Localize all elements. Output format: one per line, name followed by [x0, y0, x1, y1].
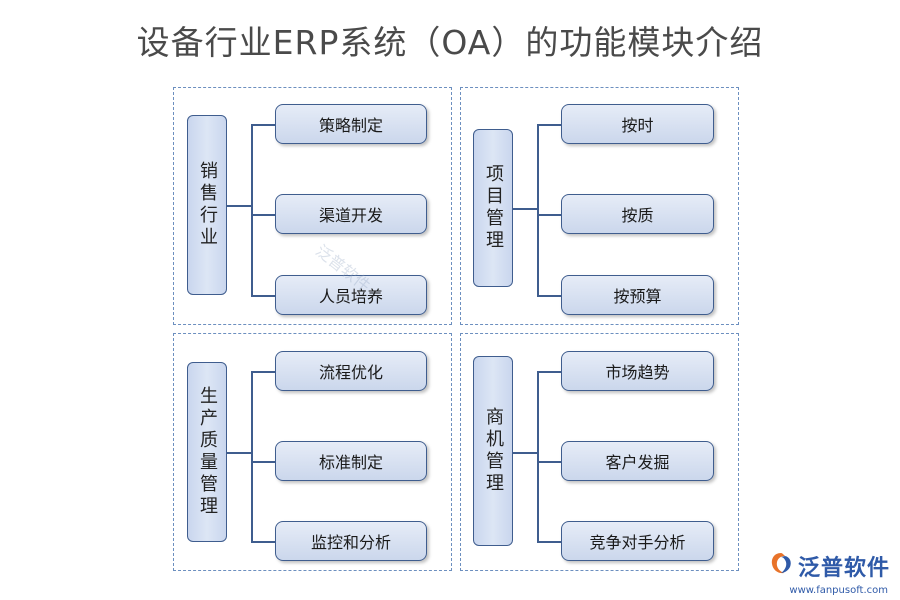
connector: [537, 541, 562, 543]
connector: [537, 461, 562, 463]
quadrant-sales: [173, 87, 452, 325]
category-production: 生产质量管理: [187, 362, 227, 542]
item-training: 人员培养: [275, 275, 427, 315]
quadrant-project: [460, 87, 739, 325]
item-process-optimization: 流程优化: [275, 351, 427, 391]
connector: [227, 205, 252, 207]
category-opportunity: 商机管理: [473, 356, 513, 546]
logo-name: 泛普软件: [797, 556, 890, 581]
item-customer-discovery: 客户发掘: [561, 441, 714, 481]
item-competitor-analysis: 竞争对手分析: [561, 521, 714, 561]
connector: [537, 371, 539, 542]
connector: [513, 208, 538, 210]
connector: [513, 452, 538, 454]
connector: [251, 124, 276, 126]
connector: [537, 295, 562, 297]
connector: [251, 371, 276, 373]
connector: [251, 124, 253, 296]
item-on-budget: 按预算: [561, 275, 714, 315]
connector: [537, 124, 562, 126]
page-title: 设备行业ERP系统（OA）的功能模块介绍: [136, 23, 764, 62]
connector: [537, 371, 562, 373]
quadrant-opportunity: [460, 333, 739, 571]
item-on-time: 按时: [561, 104, 714, 144]
category-sales: 销售行业: [187, 115, 227, 295]
fanpu-logo-icon: [768, 551, 794, 581]
connector: [251, 461, 276, 463]
connector: [251, 295, 276, 297]
connector: [537, 124, 539, 296]
connector: [227, 452, 252, 454]
category-project: 项目管理: [473, 129, 513, 287]
item-channel: 渠道开发: [275, 194, 427, 234]
connector: [251, 541, 276, 543]
item-strategy: 策略制定: [275, 104, 427, 144]
quadrant-production: [173, 333, 452, 571]
logo-url: www.fanpusoft.com: [789, 585, 888, 596]
connector: [251, 371, 253, 542]
item-market-trend: 市场趋势: [561, 351, 714, 391]
item-on-quality: 按质: [561, 194, 714, 234]
item-monitoring-analysis: 监控和分析: [275, 521, 427, 561]
connector: [537, 214, 562, 216]
connector: [251, 214, 276, 216]
item-standard-setting: 标准制定: [275, 441, 427, 481]
logo: 泛普软件: [768, 550, 890, 582]
